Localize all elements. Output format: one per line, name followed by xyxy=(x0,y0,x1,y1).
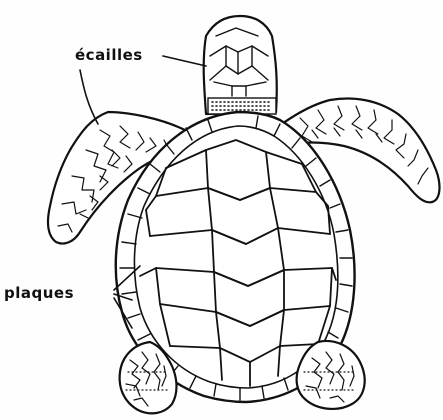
right-hind-flipper xyxy=(297,341,365,409)
scales-leader-flipper xyxy=(80,70,98,124)
scales-label: écailles xyxy=(75,46,143,64)
scales-leader-head xyxy=(163,56,206,66)
head xyxy=(204,16,277,114)
plates-label: plaques xyxy=(4,284,74,302)
scales-annotation: écailles xyxy=(75,46,206,124)
